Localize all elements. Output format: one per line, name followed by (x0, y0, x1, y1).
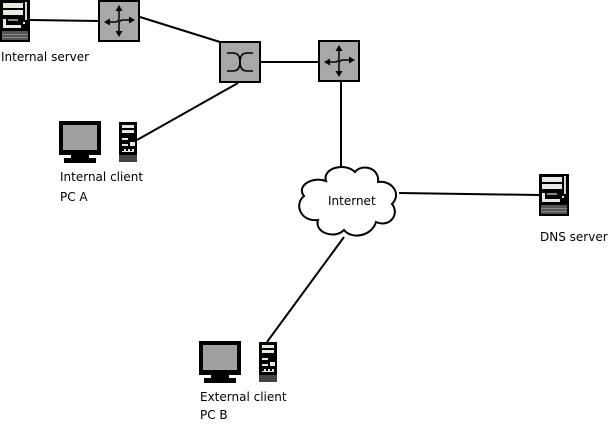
edge-internal-server-router-1 (29, 19, 100, 22)
connections (29, 16, 540, 343)
edge-switch-internal-client (136, 82, 239, 141)
router-1-icon[interactable] (98, 0, 140, 42)
external-client-label: External client (200, 390, 287, 404)
internet-label: Internet (328, 194, 376, 208)
dns-server-icon[interactable] (539, 174, 569, 216)
internal-server-label: Internal server (1, 50, 90, 64)
pc-a-tower-icon[interactable] (119, 122, 137, 162)
edge-router-1-switch (139, 16, 221, 43)
edge-internet-dns-server (398, 192, 540, 196)
internet-cloud-icon[interactable] (298, 166, 397, 237)
pc-a-label: PC A (60, 190, 88, 204)
pc-b-label: PC B (200, 408, 228, 422)
pc-b-tower-icon[interactable] (259, 342, 277, 382)
pc-a-monitor-icon[interactable] (59, 121, 101, 163)
internal-client-label: Internal client (60, 170, 144, 184)
internal-server-icon[interactable] (0, 0, 30, 42)
router-2-icon[interactable] (318, 40, 360, 82)
edge-internet-external-client (266, 236, 345, 343)
pc-b-monitor-icon[interactable] (199, 341, 241, 383)
dns-server-label: DNS server (540, 230, 608, 244)
switch-icon[interactable] (219, 41, 261, 83)
